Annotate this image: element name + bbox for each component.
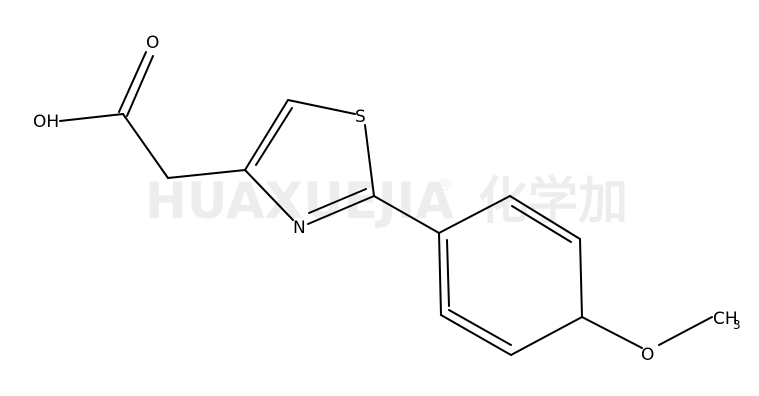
bond-ph-o: [581, 316, 643, 349]
bond-ph-5: [440, 314, 512, 356]
watermark-chinese-text: 化学加: [478, 172, 628, 230]
bond-ph-1: [438, 195, 511, 234]
atom-methyl: CH: [713, 309, 738, 329]
bond-ph-3: [579, 238, 583, 318]
bond-c-o-double-2: [126, 55, 154, 117]
bond-n-c4: [244, 169, 294, 221]
bond-carboxyl-ch2: [122, 113, 169, 179]
atom-nitrogen: N: [293, 218, 306, 238]
bond-c-o-double-1: [118, 51, 147, 113]
bond-ph-2: [509, 195, 581, 240]
bond-ch2-thiazole: [167, 169, 246, 179]
bond-c5-s: [287, 99, 356, 115]
bond-o-ch3: [658, 316, 713, 346]
bond-c2-n-inner: [308, 188, 367, 214]
bond-ph-4: [510, 316, 583, 356]
bond-c4-c5: [244, 99, 289, 171]
bond-ph-6: [438, 232, 442, 316]
atom-methyl-subscript: 3: [733, 318, 741, 332]
atom-carbonyl-oxygen: O: [146, 33, 159, 53]
bond-c-oh: [59, 113, 124, 122]
bond-c2-n: [307, 195, 375, 225]
bond-c2-phenyl: [373, 195, 440, 234]
bond-s-c2: [364, 124, 375, 197]
bond-c4-c5-inner: [255, 107, 293, 166]
bond-ph-6-inner: [446, 239, 450, 307]
bond-ph-5-inner: [448, 309, 512, 346]
atom-methoxy-oxygen: O: [641, 345, 654, 365]
watermark-registered-mark: ®: [437, 175, 453, 194]
atom-hydroxyl: OH: [33, 112, 59, 132]
atom-sulfur: S: [355, 107, 366, 127]
bond-ph-2-inner: [511, 205, 572, 243]
watermark-text: HUAXUEJIA: [145, 172, 454, 230]
